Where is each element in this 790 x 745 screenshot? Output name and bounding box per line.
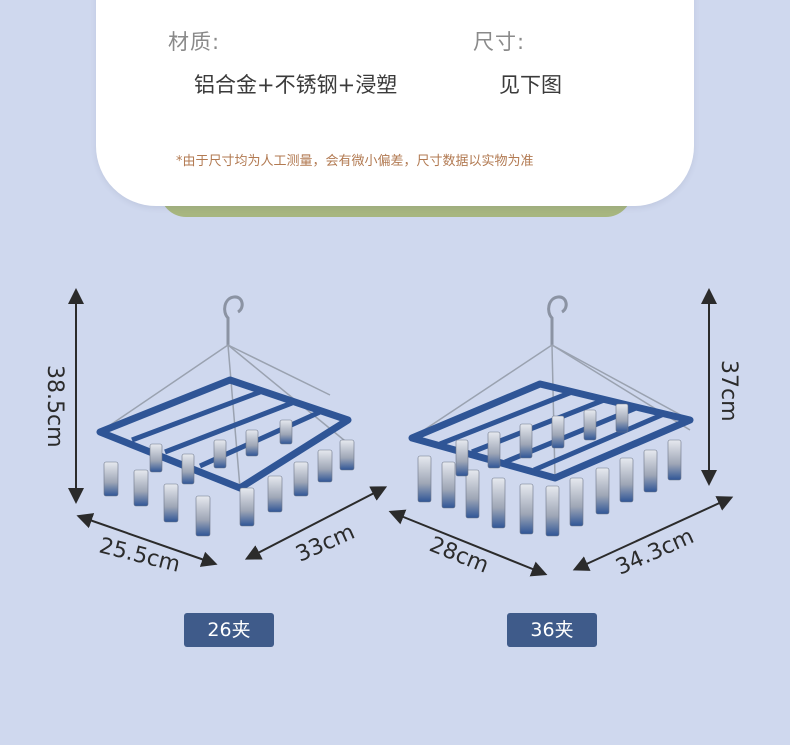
material-label: 材质:	[168, 30, 221, 54]
hanger-26-clips: 38.5cm 25.5cm 33cm	[42, 288, 388, 578]
hanger-36-clips: 37cm 28cm 34.3cm	[388, 288, 741, 580]
width-label-1: 25.5cm	[97, 534, 183, 578]
material-value: 铝合金+不锈钢+浸塑	[194, 73, 398, 97]
size-value: 见下图	[499, 73, 562, 97]
measurement-note: *由于尺寸均为人工测量，会有微小偏差，尺寸数据以实物为准	[176, 154, 534, 169]
size-label: 尺寸:	[473, 30, 526, 54]
badge-36-clips: 36夹	[507, 613, 597, 647]
badge-26-clips: 26夹	[184, 613, 274, 647]
length-label-1: 33cm	[292, 520, 358, 568]
height-label-2: 37cm	[716, 360, 741, 422]
height-label-1: 38.5cm	[42, 365, 67, 448]
